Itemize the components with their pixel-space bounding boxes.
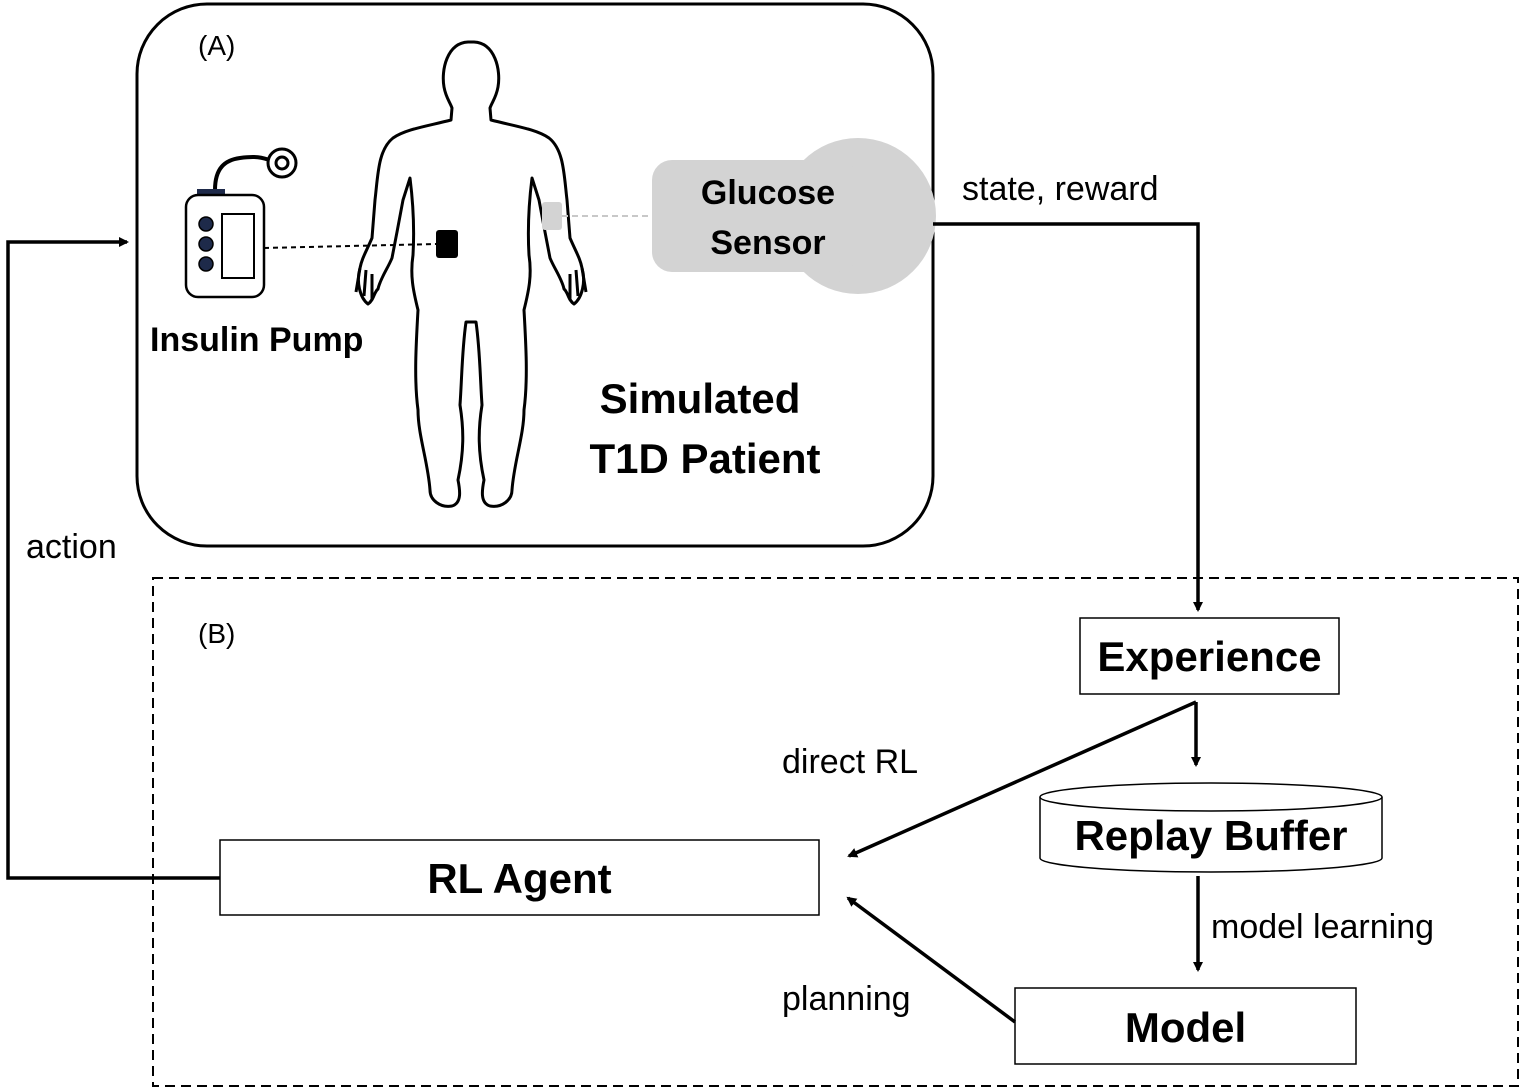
panel-b-tag: (B) — [198, 618, 236, 649]
panel-a-box — [135, 2, 935, 548]
action-arrow — [6, 237, 220, 880]
experience-label: Experience — [1097, 633, 1322, 680]
human-body-outline-icon — [354, 40, 588, 508]
direct-rl-label: direct RL — [782, 743, 919, 781]
glucose-sensor-label-line1: Glucose — [700, 174, 836, 212]
action-label: action — [26, 528, 117, 566]
panel-b-box — [152, 577, 1519, 1087]
patient-label-line2: T1D Patient — [589, 435, 821, 482]
model-learning-label: model learning — [1211, 908, 1435, 946]
planning-arrow — [846, 896, 1017, 1024]
planning-label: planning — [782, 980, 911, 1018]
insulin-pump-label: Insulin Pump — [150, 321, 364, 359]
insulin-pump-icon — [184, 147, 298, 299]
panel-a-tag: (A) — [198, 30, 236, 61]
infusion-site-patch — [436, 230, 458, 258]
direct-rl-arrow — [847, 700, 1197, 858]
patient-label-line1: Simulated — [599, 375, 801, 422]
glucose-sensor-label-line2: Sensor — [710, 224, 826, 262]
glucose-sensor-icon — [542, 138, 936, 294]
database-cylinder-icon — [1039, 782, 1383, 873]
state-reward-arrow — [933, 222, 1203, 612]
replay-buffer-label: Replay Buffer — [1074, 812, 1348, 859]
pump-to-body-tube — [263, 243, 437, 249]
rl-agent-label: RL Agent — [427, 855, 612, 902]
state-reward-label: state, reward — [962, 170, 1159, 208]
model-label: Model — [1124, 1004, 1247, 1051]
rl-agent-box — [219, 839, 820, 916]
model-box — [1014, 987, 1357, 1065]
experience-box — [1079, 617, 1340, 695]
